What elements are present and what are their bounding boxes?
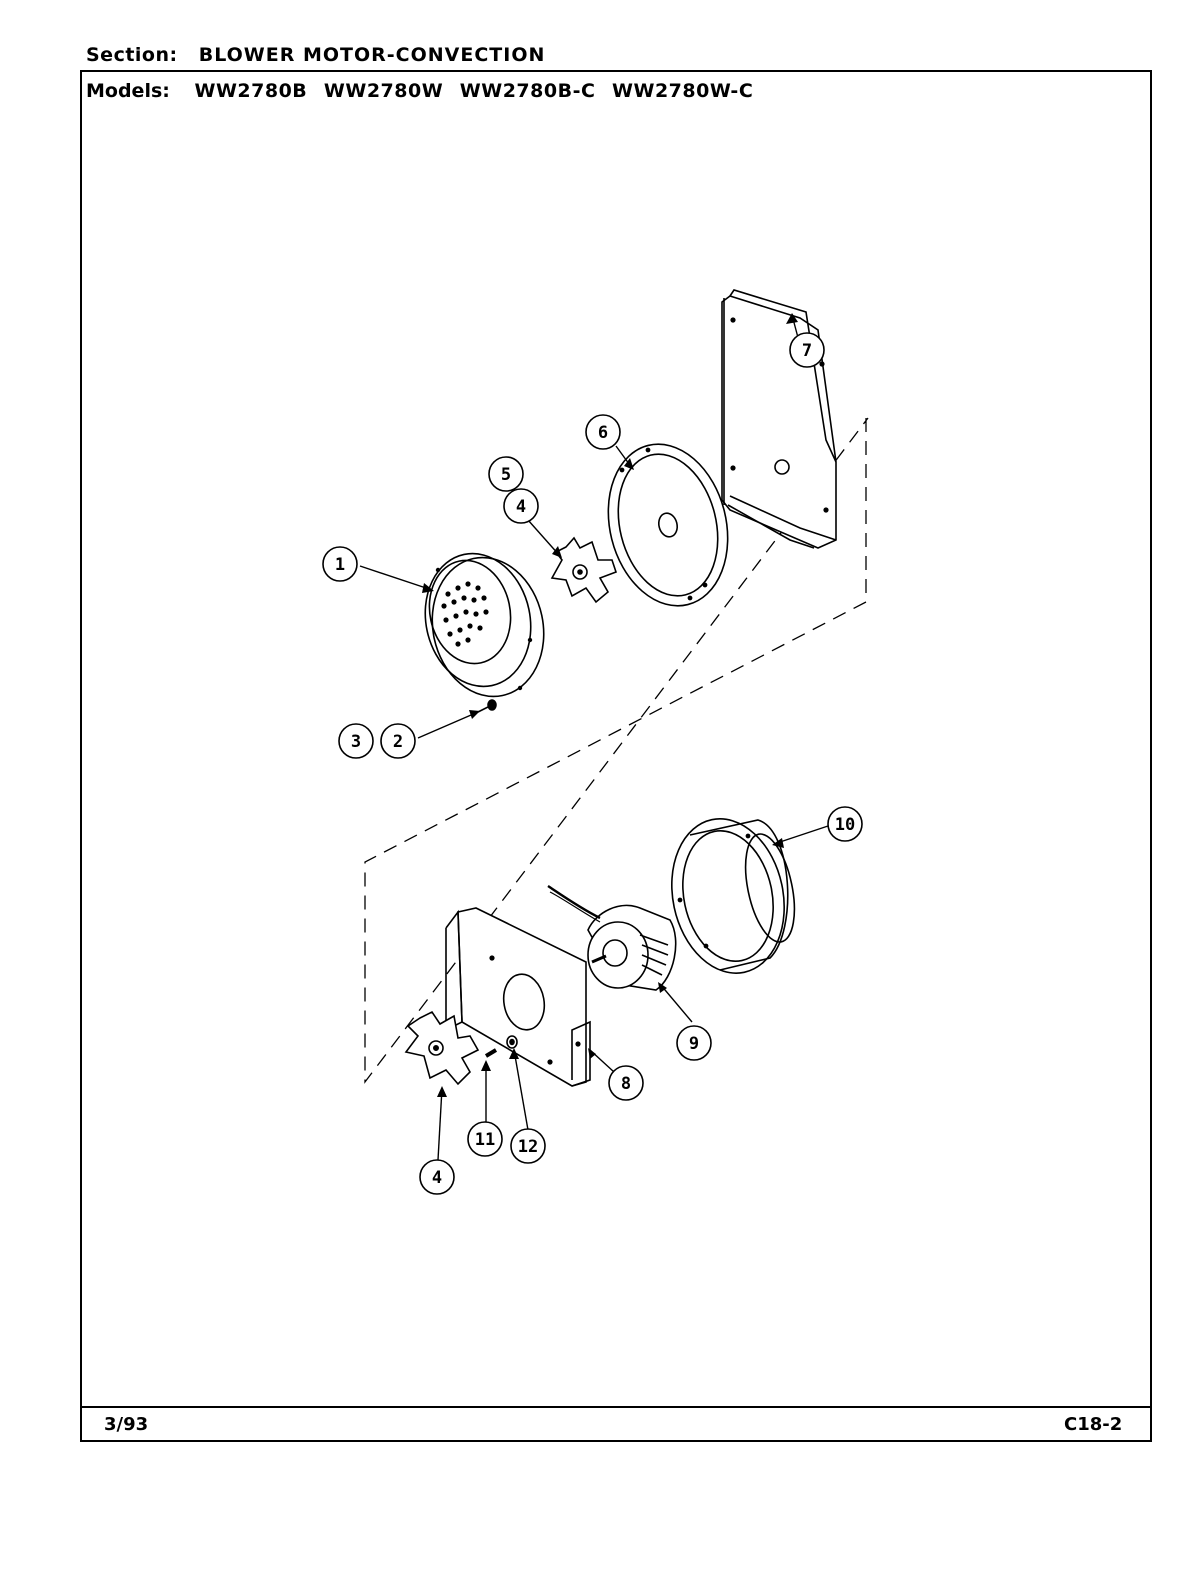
callout-8: 8	[621, 1074, 631, 1094]
callout-circles	[322, 332, 863, 1195]
model-number: WW2780W-C	[612, 80, 754, 102]
leader-arrowheads	[422, 313, 798, 1097]
part-6-gasket	[607, 443, 729, 607]
part-2-screw	[477, 699, 497, 713]
footer-rule	[80, 1406, 1152, 1408]
page-frame	[80, 70, 1152, 1442]
model-number: WW2780B	[194, 80, 308, 102]
callout-2: 2	[393, 732, 403, 752]
callout-9: 9	[689, 1034, 699, 1054]
callout-6: 6	[598, 423, 608, 443]
part-11-screw	[484, 1048, 498, 1058]
callout-1: 1	[335, 555, 345, 575]
callout-5: 5	[501, 465, 511, 485]
assembly-dash-outline	[364, 417, 869, 1084]
section-name: BLOWER MOTOR-CONVECTION	[198, 44, 546, 66]
footer-page-code: C18-2	[1064, 1414, 1123, 1435]
part-7-back-plate	[721, 289, 837, 549]
section-header: Section: BLOWER MOTOR-CONVECTION	[86, 44, 545, 66]
footer-date: 3/93	[104, 1414, 149, 1435]
callout-11: 11	[475, 1130, 495, 1150]
callout-10: 10	[835, 815, 855, 835]
part-5-fan-blade	[550, 536, 618, 604]
part-8-bracket	[445, 907, 591, 1087]
part-12-washer	[506, 1035, 518, 1049]
part-10-motor-housing	[671, 818, 796, 974]
model-number: WW2780W	[323, 80, 444, 102]
callout-12: 12	[518, 1137, 538, 1157]
models-label: Models:	[86, 80, 170, 102]
callout-7: 7	[802, 341, 812, 361]
part-1-grille-cover	[424, 552, 545, 698]
callout-4-lower: 4	[432, 1168, 442, 1188]
callout-4: 4	[516, 497, 526, 517]
model-number: WW2780B-C	[459, 80, 596, 102]
part-9-motor	[547, 885, 677, 991]
section-label: Section:	[86, 44, 178, 66]
part-4-lower-fan-blade	[404, 1010, 480, 1086]
callout-3: 3	[351, 732, 361, 752]
models-header: Models: WW2780B WW2780W WW2780B-C WW2780…	[86, 80, 763, 102]
